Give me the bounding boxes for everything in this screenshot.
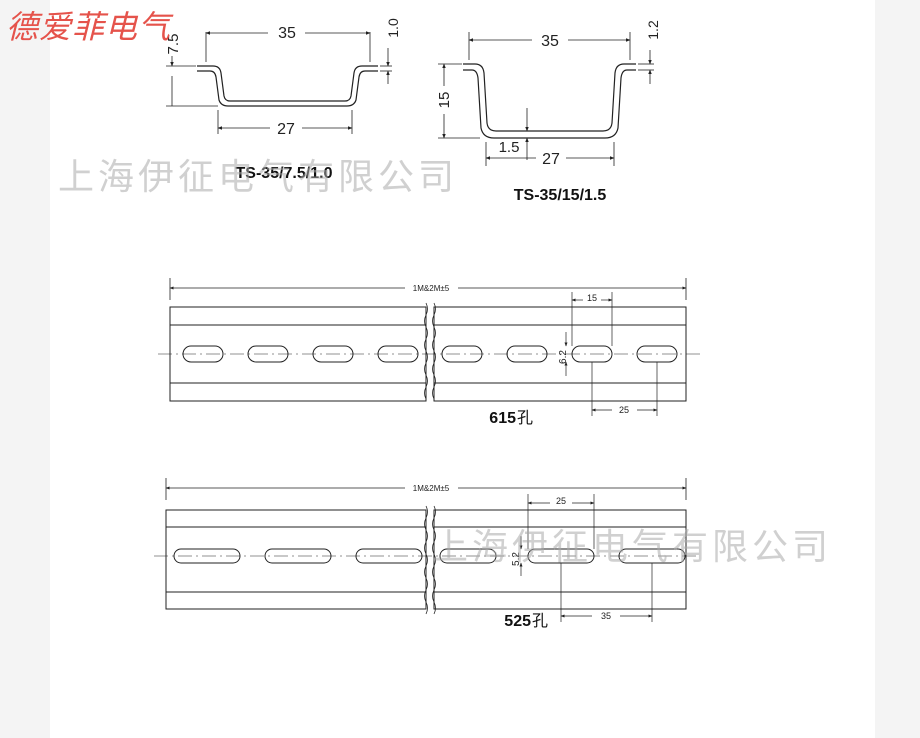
company-watermark: 上海伊征电气有限公司 [432, 527, 833, 568]
rail-615-caption-number: 615 [489, 410, 516, 427]
rail-615-pitch: 25 [619, 405, 629, 415]
rail-615 [158, 278, 700, 416]
dim-large-height: 15 [436, 92, 453, 109]
rail-615-caption-unit: 孔 [517, 409, 533, 427]
dim-large-width-bottom: 27 [542, 151, 560, 168]
dim-small-height: 7.5 [165, 34, 182, 55]
rail-615-slot-length: 15 [587, 293, 597, 303]
slot [264, 548, 332, 564]
rail-525-caption-unit: 孔 [532, 612, 548, 630]
slot [377, 345, 419, 363]
slot [173, 548, 241, 564]
slot [247, 345, 289, 363]
profile-ts35-7-5 [166, 31, 392, 134]
rail-615-slot-width: 6.2 [558, 350, 569, 364]
dim-large-thickness-top: 1.2 [645, 20, 661, 40]
slot [441, 345, 483, 363]
brand-watermark: 德爱菲电气 [6, 8, 172, 46]
rail-525-pitch: 35 [601, 611, 611, 621]
slot [439, 548, 497, 564]
rail-525-caption-number: 525 [504, 613, 531, 630]
dim-small-thickness: 1.0 [385, 18, 401, 38]
slot [312, 345, 354, 363]
rail-525-length: 1M&2M±5 [413, 484, 450, 493]
profile-small-label: TS-35/7.5/1.0 [236, 165, 333, 182]
slot [506, 345, 548, 363]
dim-large-thickness: 1.5 [499, 139, 520, 156]
company-watermark: 上海伊征电气有限公司 [58, 157, 459, 198]
dim-large-width-top: 35 [541, 33, 559, 50]
rail-525-slot-width: 5.2 [511, 552, 522, 566]
right-margin-band [875, 0, 920, 738]
rail-525 [154, 478, 700, 622]
slot [182, 345, 224, 363]
profile-ts35-15 [438, 32, 654, 166]
rail-525-slot-length: 25 [556, 496, 566, 506]
dim-small-width-top: 35 [278, 25, 296, 42]
profile-large-label: TS-35/15/1.5 [514, 187, 607, 204]
left-margin-band [0, 0, 50, 738]
slot [355, 548, 423, 564]
rail-615-length: 1M&2M±5 [413, 284, 450, 293]
dim-small-width-bottom: 27 [277, 121, 295, 138]
